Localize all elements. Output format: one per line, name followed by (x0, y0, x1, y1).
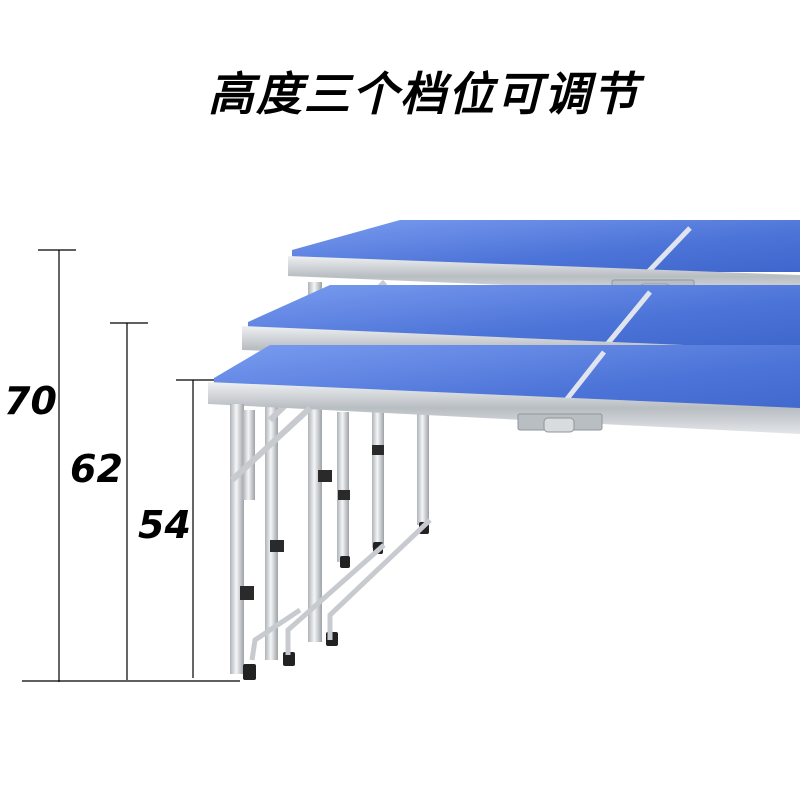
dimension-lines (22, 249, 240, 682)
leg-62-front-left (265, 352, 278, 660)
brace-54 (229, 405, 313, 483)
height-label-70: 70 (4, 379, 57, 423)
height-label-62: 62 (70, 447, 123, 491)
height-label-54: 54 (138, 503, 191, 547)
table-54 (208, 345, 800, 680)
tabletop-70 (292, 220, 800, 272)
table-70 (288, 220, 800, 646)
leg-54-front-left (230, 404, 244, 674)
rail-54 (208, 382, 800, 434)
page-title: 高度三个档位可调节 (208, 67, 640, 121)
